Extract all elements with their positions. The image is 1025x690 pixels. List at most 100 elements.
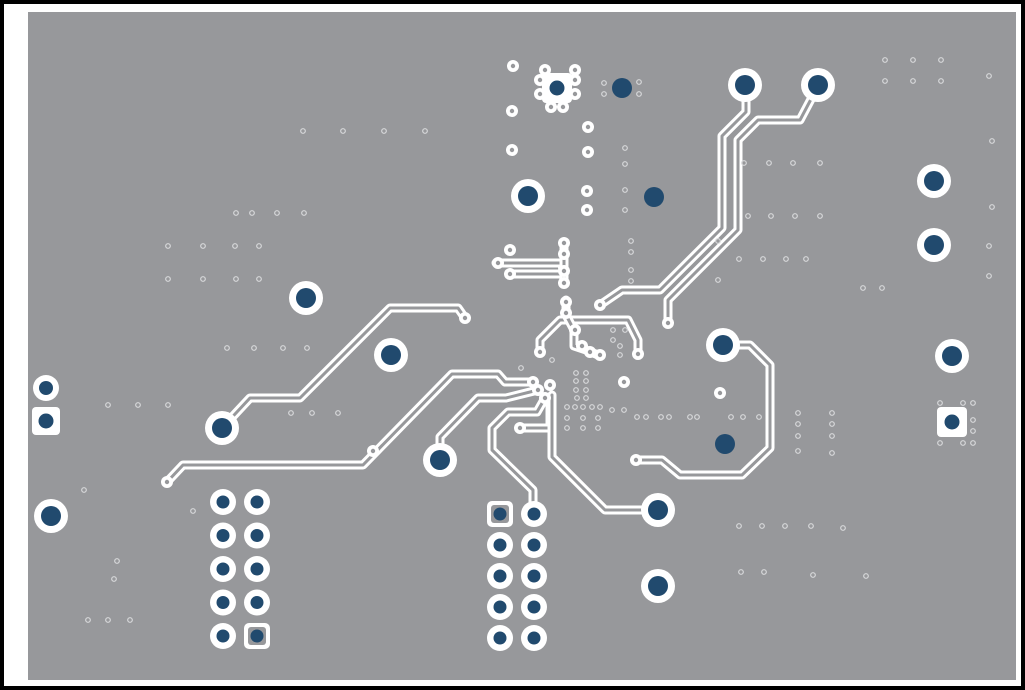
stitching-via xyxy=(127,617,133,623)
stitching-via xyxy=(200,243,206,249)
trace xyxy=(634,343,772,477)
stitching-via xyxy=(740,414,746,420)
stitching-via xyxy=(768,213,774,219)
trace xyxy=(598,84,748,307)
stitching-via xyxy=(795,448,801,454)
round-pad xyxy=(430,450,450,470)
stitching-via xyxy=(760,256,766,262)
stitching-via xyxy=(829,450,835,456)
via xyxy=(584,188,590,194)
stitching-via xyxy=(280,345,286,351)
stitching-via xyxy=(583,395,589,401)
via xyxy=(633,457,639,463)
header-pin xyxy=(527,600,541,614)
via xyxy=(597,352,603,358)
stitching-via xyxy=(829,421,835,427)
stitching-via xyxy=(790,160,796,166)
header-pin xyxy=(493,569,507,583)
stitching-via xyxy=(986,243,992,249)
via xyxy=(462,315,468,321)
stitching-via xyxy=(105,617,111,623)
trace xyxy=(550,393,660,512)
header-pin xyxy=(250,629,264,643)
stitching-via xyxy=(301,210,307,216)
via xyxy=(542,67,548,73)
via xyxy=(561,240,567,246)
stitching-via xyxy=(860,285,866,291)
thermal-pad xyxy=(715,434,735,454)
stitching-via xyxy=(583,378,589,384)
stitching-via xyxy=(580,425,586,431)
via xyxy=(584,207,590,213)
via xyxy=(572,327,578,333)
stitching-via xyxy=(340,128,346,134)
stitching-via xyxy=(617,352,623,358)
stitching-via xyxy=(232,243,238,249)
via xyxy=(517,425,523,431)
stitching-via xyxy=(300,128,306,134)
stitching-via xyxy=(256,276,262,282)
stitching-via xyxy=(583,387,589,393)
via xyxy=(537,77,543,83)
stitching-via xyxy=(829,410,835,416)
stitching-via xyxy=(564,425,570,431)
via xyxy=(507,247,513,253)
header-pin xyxy=(493,538,507,552)
stitching-via xyxy=(910,78,916,84)
stitching-via xyxy=(573,370,579,376)
trace xyxy=(490,396,547,517)
stitching-via xyxy=(572,404,578,410)
stitching-via xyxy=(882,78,888,84)
via xyxy=(561,268,567,274)
via xyxy=(542,395,548,401)
stitching-via xyxy=(783,256,789,262)
stitching-via xyxy=(85,617,91,623)
header-pin xyxy=(250,529,264,542)
header-pin xyxy=(527,538,541,552)
via xyxy=(579,343,585,349)
square-pad xyxy=(944,414,960,430)
stitching-via xyxy=(249,210,255,216)
trace xyxy=(666,84,820,325)
round-pad xyxy=(39,381,53,395)
stitching-via xyxy=(309,410,315,416)
stitching-via xyxy=(986,273,992,279)
stitching-via xyxy=(741,160,747,166)
stitching-via xyxy=(817,213,823,219)
header-pin xyxy=(216,562,230,576)
via xyxy=(585,149,591,155)
square-pad xyxy=(549,80,565,96)
stitching-via xyxy=(960,400,966,406)
stitching-via xyxy=(910,57,916,63)
stitching-via xyxy=(738,569,744,575)
stitching-via xyxy=(610,327,616,333)
round-pad xyxy=(381,345,401,365)
stitching-via xyxy=(622,207,628,213)
stitching-via xyxy=(200,276,206,282)
stitching-via xyxy=(792,213,798,219)
round-pad xyxy=(296,288,316,308)
header-pin xyxy=(527,569,541,583)
stitching-via xyxy=(564,404,570,410)
header-pin xyxy=(250,562,264,576)
stitching-via xyxy=(105,402,111,408)
stitching-via xyxy=(583,370,589,376)
via xyxy=(572,77,578,83)
round-pad xyxy=(212,418,232,438)
stitching-via xyxy=(636,91,642,97)
stitching-via xyxy=(658,414,664,420)
via xyxy=(563,299,569,305)
via xyxy=(587,349,593,355)
stitching-via xyxy=(628,267,634,273)
stitching-via xyxy=(808,523,814,529)
stitching-via xyxy=(274,210,280,216)
stitching-via xyxy=(597,404,603,410)
via-group xyxy=(81,57,995,623)
stitching-via xyxy=(810,572,816,578)
stitching-via xyxy=(617,343,623,349)
header-pin xyxy=(493,631,507,645)
stitching-via xyxy=(970,428,976,434)
via xyxy=(560,104,566,110)
stitching-via xyxy=(224,345,230,351)
stitching-via xyxy=(574,395,580,401)
